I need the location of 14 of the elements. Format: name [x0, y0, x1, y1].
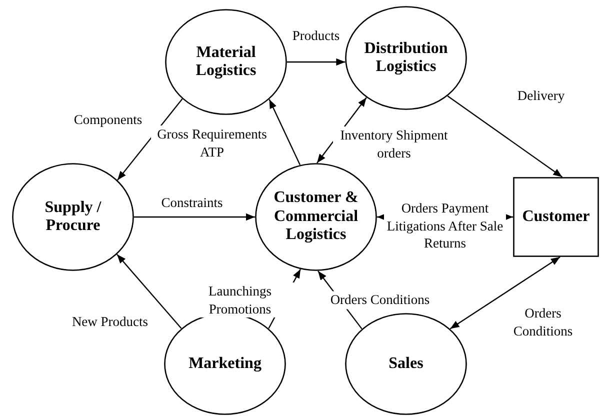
node-label: Distribution Logistics [363, 40, 449, 76]
arrow [447, 96, 563, 178]
arrow [287, 58, 346, 66]
arrow [450, 256, 560, 330]
arrow [268, 99, 301, 166]
node-label: Marketing [188, 354, 262, 374]
node-label: Supply / Procure [44, 198, 102, 236]
node-label: Sales [388, 354, 424, 374]
arrow [116, 254, 182, 329]
node-label: Material Logistics [194, 44, 258, 80]
node-label: Customer & Commercial Logistics [272, 189, 360, 245]
node-label: Customer [522, 208, 590, 226]
edge-label: Orders Conditions [329, 291, 431, 309]
arrow [134, 213, 255, 221]
